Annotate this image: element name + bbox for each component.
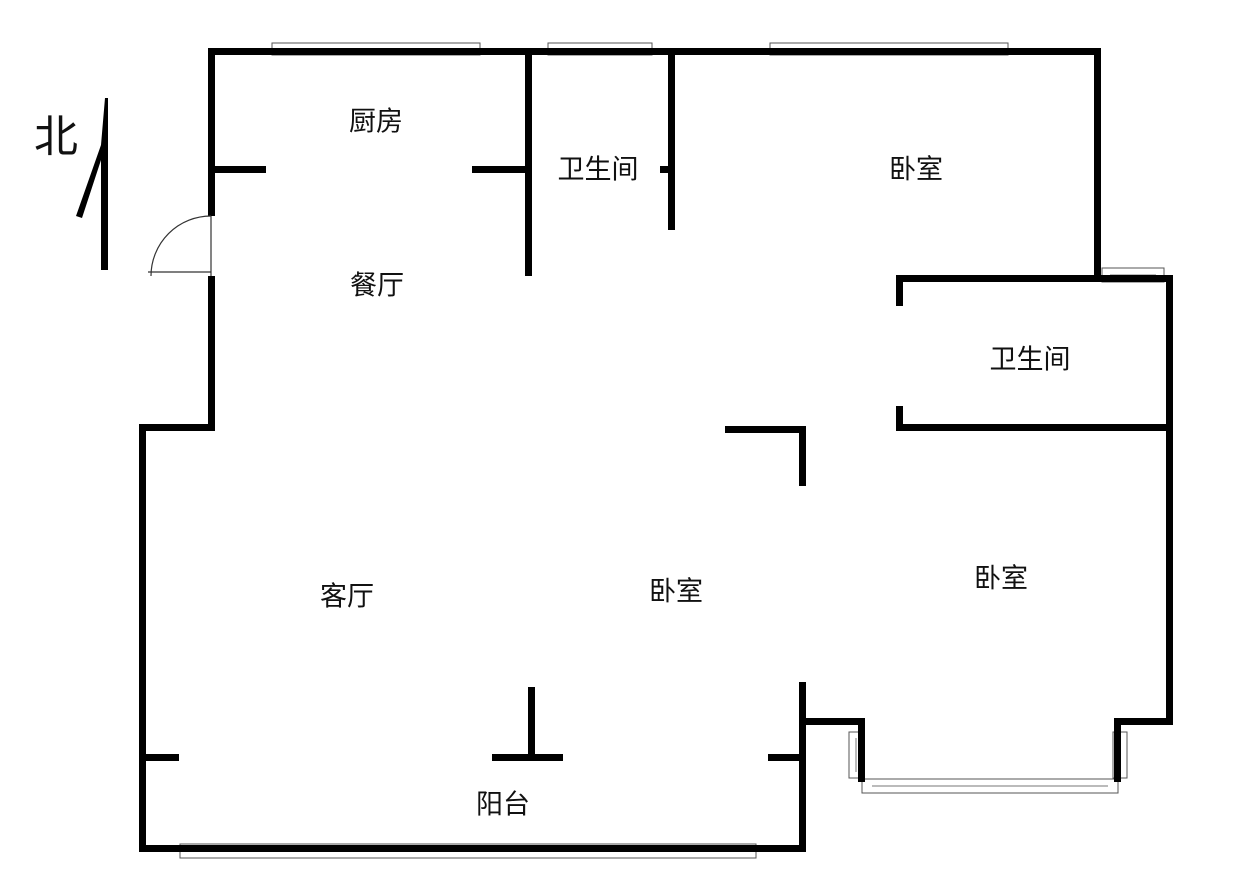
room-label-bedroom-center: 卧室 [649,577,703,608]
wall-balcony-stub-left [139,754,179,761]
wall-balcony-t-vertical [528,687,535,761]
wall-east-bath-top [896,275,1173,282]
wall-bath-north-west [525,48,532,276]
entrance-door [148,215,212,277]
room-label-living: 客厅 [320,582,374,613]
wall-east-upper [1094,48,1101,280]
wall-bay-right-top [1114,718,1173,725]
wall-bath-north-stub [660,166,675,173]
wall-west-upper [208,48,215,216]
north-arrow-icon [76,98,108,270]
wall-south-east-vertical [799,682,806,852]
room-label-bedroom-northeast: 卧室 [889,155,943,186]
wall-bath-east-west-lower [896,406,903,431]
wall-bath-north-east [668,48,675,230]
bay-window-bottom [861,778,1119,794]
wall-east-lower [1166,275,1173,725]
wall-center-top [725,426,806,433]
wall-west-step [139,424,215,431]
room-label-balcony: 阳台 [476,790,530,821]
wall-bay-left-vertical [858,718,865,782]
wall-kitchen-stub-left [208,166,266,173]
room-label-dining: 餐厅 [350,271,404,302]
room-label-bedroom-southeast: 卧室 [974,564,1028,595]
wall-north [208,48,1101,55]
wall-west-middle [208,276,215,431]
room-label-kitchen: 厨房 [349,107,403,138]
wall-balcony-stub-right [768,754,806,761]
room-labels: 厨房 卫生间 卧室 餐厅 卫生间 客厅 卧室 卧室 阳台 [320,107,1071,821]
north-arrow: 北 [34,98,108,270]
north-label: 北 [34,112,78,163]
wall-bay-left-top [799,718,865,725]
room-label-bathroom-east: 卫生间 [990,345,1071,376]
room-label-bathroom-north: 卫生间 [558,155,639,186]
wall-west-lower [139,424,146,852]
walls [139,48,1173,852]
wall-bath-east-west-upper [896,275,903,306]
wall-balcony-t-horizontal [492,754,563,761]
wall-bay-right-vertical [1114,718,1121,782]
wall-center-vertical [799,426,806,486]
wall-south [139,845,806,852]
wall-bath-east-bottom [896,424,1173,431]
wall-kitchen-stub-right [472,166,532,173]
